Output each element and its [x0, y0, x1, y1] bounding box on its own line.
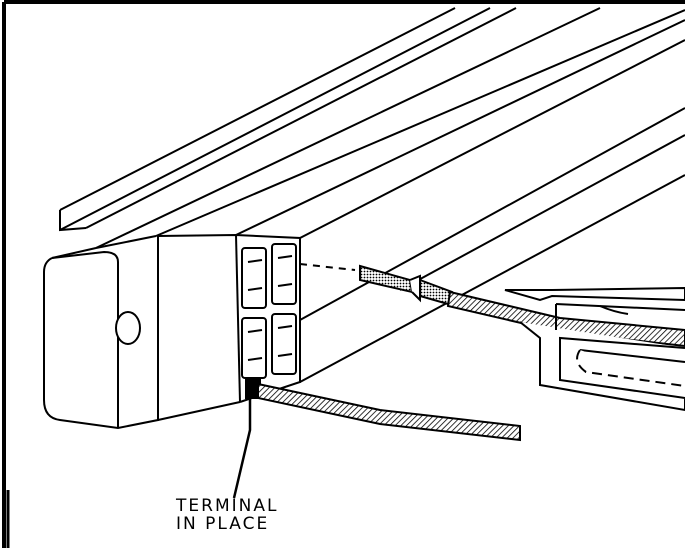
cavity-lower-left — [241, 317, 267, 379]
insertion-tool — [504, 286, 685, 412]
alignment-guide — [299, 263, 356, 271]
cavity-upper-left — [241, 247, 267, 309]
terminal-pin — [359, 264, 454, 306]
callout-line-1: TERMINAL — [176, 496, 279, 516]
terminal-cavities — [241, 243, 297, 379]
mounting-hole — [115, 311, 141, 345]
seated-wire — [245, 379, 521, 442]
wire-inserting — [446, 290, 685, 348]
callout-leader — [232, 398, 252, 499]
cavity-lower-right — [271, 313, 297, 375]
callout-line-2: IN PLACE — [176, 514, 270, 534]
cavity-upper-right — [271, 243, 297, 305]
connector-body — [43, 7, 685, 430]
